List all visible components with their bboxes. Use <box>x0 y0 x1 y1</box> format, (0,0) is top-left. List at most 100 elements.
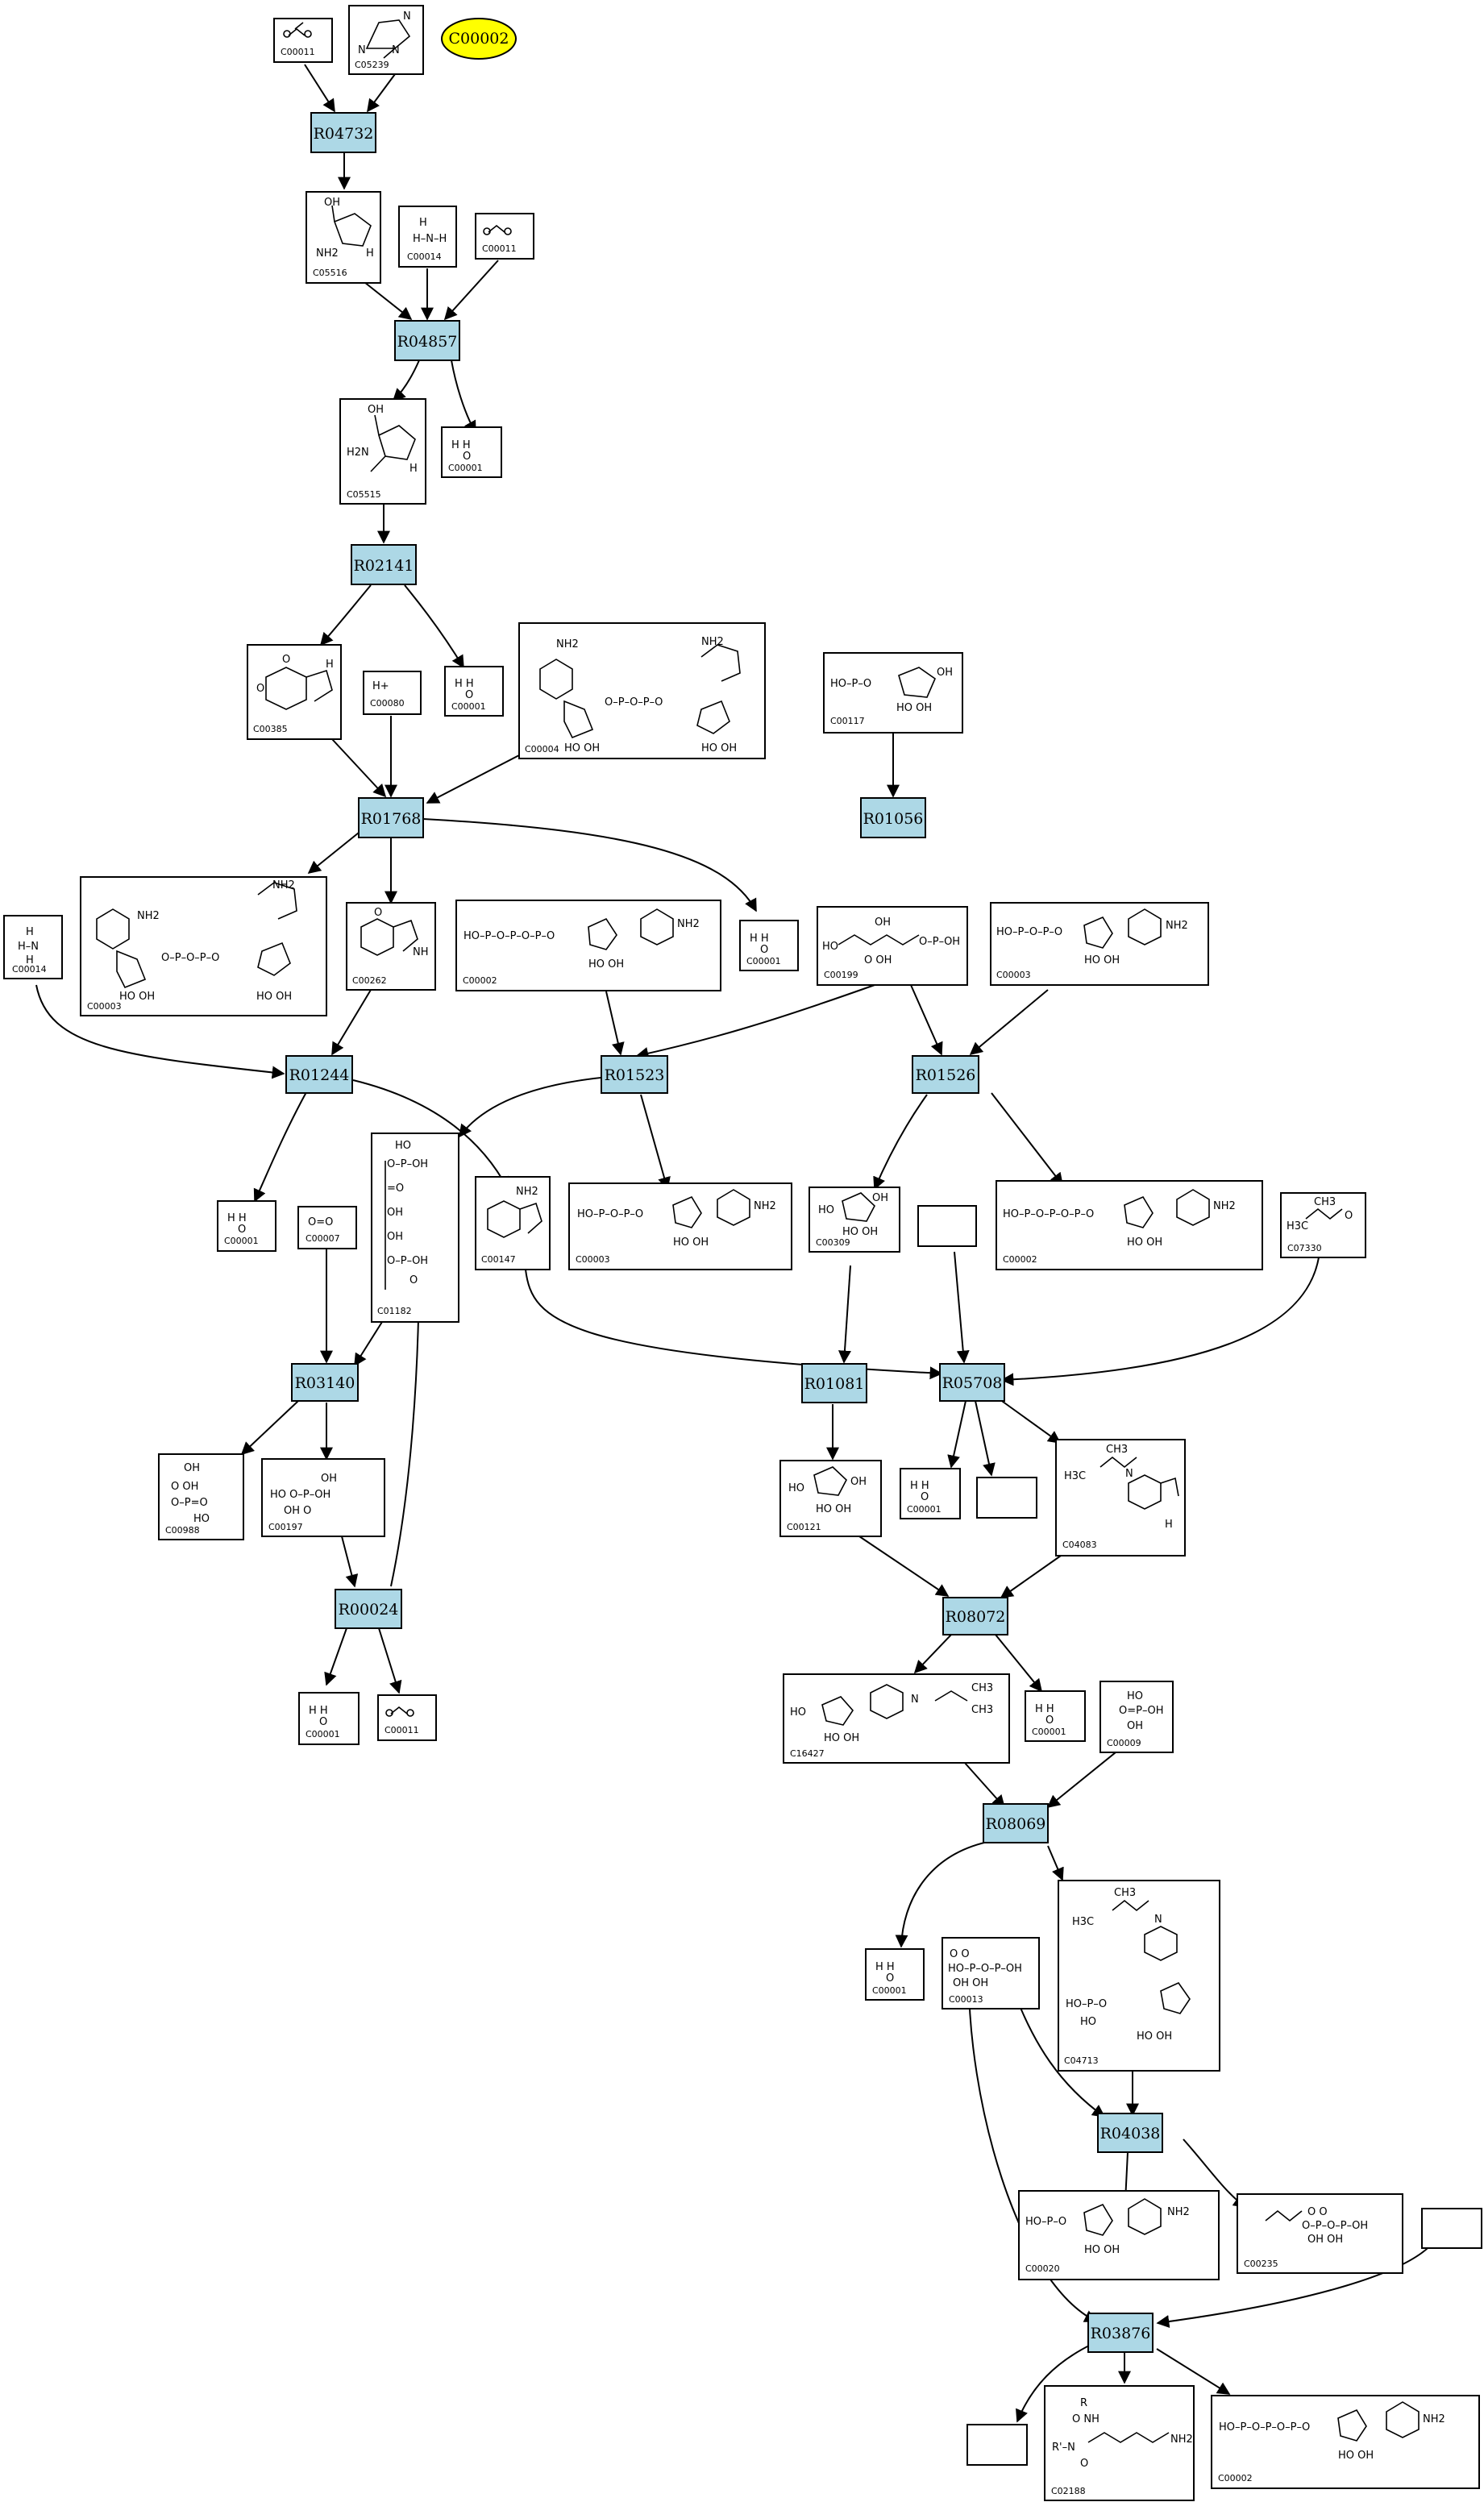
reaction-R03140[interactable]: R03140 <box>291 1363 359 1402</box>
compound-n01[interactable]: C00011 <box>273 18 333 63</box>
compound-n40[interactable]: H H O C00001 <box>865 1948 925 2001</box>
compound-n42[interactable]: CH3 H3C N HO–P–O HO HO OH C04713 <box>1058 1880 1220 2072</box>
svg-text:CH3: CH3 <box>971 1704 993 1716</box>
svg-text:H H: H H <box>455 678 474 690</box>
compound-n29[interactable]: OH O OH O–P=O HO C00988 <box>158 1453 244 1540</box>
reaction-label: R01081 <box>804 1375 865 1393</box>
svg-text:HO OH: HO OH <box>824 1732 859 1744</box>
compound-n30[interactable]: OH HO O–P–OH OH O C00197 <box>261 1458 385 1537</box>
compound-label: C00020 <box>1025 2263 1060 2274</box>
compound-n04[interactable]: H H–N–H C00014 <box>398 206 457 268</box>
svg-text:NH: NH <box>413 946 429 958</box>
compound-n39[interactable]: HO O=P–OH OH C00009 <box>1099 1681 1174 1753</box>
compound-n44[interactable]: O O O–P–O–P–OH OH OH C00235 <box>1237 2193 1403 2274</box>
co2-icon <box>390 1706 408 1714</box>
svg-text:H: H <box>26 954 34 966</box>
compound-n20[interactable]: H H O C00001 <box>217 1200 276 1252</box>
svg-text:CH3: CH3 <box>1114 1887 1136 1899</box>
compound-n05[interactable]: C00011 <box>475 213 534 260</box>
compound-n14[interactable]: O NH C00262 <box>346 902 436 991</box>
svg-text:CH3: CH3 <box>1314 1196 1336 1208</box>
compound-n06[interactable]: OH H2N H C05515 <box>339 398 426 505</box>
svg-text:H–N–H: H–N–H <box>413 233 447 245</box>
reaction-R08069[interactable]: R08069 <box>983 1803 1049 1843</box>
compound-n03[interactable]: OH H NH2 C05516 <box>306 191 381 284</box>
svg-text:HO OH: HO OH <box>896 702 932 714</box>
compound-n26[interactable] <box>917 1205 977 1247</box>
compound-label: C00014 <box>12 964 47 975</box>
compound-n25[interactable]: HO OH HO OH C00309 <box>809 1187 900 1253</box>
compound-n31[interactable]: HO OH HO OH C00121 <box>779 1460 882 1537</box>
svg-text:NH2: NH2 <box>677 918 700 930</box>
compound-n24[interactable]: HO–P–O–P–O NH2 HO OH C00003 <box>568 1182 792 1270</box>
reaction-R01526[interactable]: R01526 <box>912 1055 979 1094</box>
svg-text:H H: H H <box>875 1961 895 1973</box>
svg-text:H–N: H–N <box>18 941 39 953</box>
reaction-R04038[interactable]: R04038 <box>1097 2113 1163 2153</box>
compound-n13[interactable]: NH2 O–P–O–P–O NH2 HO OH HO OH C00003 <box>80 876 327 1016</box>
svg-text:H: H <box>366 247 374 260</box>
chain-icon <box>838 934 920 946</box>
compound-n45[interactable] <box>1421 2208 1482 2249</box>
compound-n17[interactable]: H H O C00001 <box>739 920 799 971</box>
compound-label: C00199 <box>824 970 858 980</box>
compound-n48[interactable]: HO–P–O–P–O–P–O NH2 HO OH C00002 <box>1211 2395 1480 2489</box>
compound-n27[interactable]: HO–P–O–P–O–P–O NH2 HO OH C00002 <box>996 1180 1263 1270</box>
compound-n41[interactable]: O O HO–P–O–P–OH OH OH C00013 <box>942 1937 1040 2009</box>
reaction-R05708[interactable]: R05708 <box>939 1363 1005 1402</box>
compound-n12[interactable]: HO–P–O OH HO OH C00117 <box>823 652 963 734</box>
reaction-label: R03876 <box>1091 2325 1151 2342</box>
compound-n16[interactable]: HO–P–O–P–O–P–O NH2 HO OH C00002 <box>455 900 721 991</box>
reaction-R01056[interactable]: R01056 <box>860 797 926 838</box>
compound-n46[interactable] <box>966 2424 1028 2466</box>
svg-text:H H: H H <box>451 439 471 451</box>
nucleotide-icon <box>1112 1899 1191 2014</box>
compound-n43[interactable]: HO–P–O NH2 HO OH C00020 <box>1018 2190 1220 2280</box>
compound-n09[interactable]: H+ C00080 <box>363 671 422 715</box>
svg-text:HO–P–O–P–O–P–O: HO–P–O–P–O–P–O <box>1003 1208 1094 1220</box>
reaction-R01081[interactable]: R01081 <box>801 1363 867 1403</box>
reaction-R04732[interactable]: R04732 <box>310 112 376 153</box>
reaction-R00024[interactable]: R00024 <box>335 1589 402 1629</box>
compound-n36[interactable]: C00011 <box>377 1694 437 1741</box>
highlight-label: C00002 <box>449 30 509 48</box>
compound-n38[interactable]: H H O C00001 <box>1025 1690 1086 1742</box>
svg-text:O–P–OH: O–P–OH <box>387 1158 428 1170</box>
reaction-label: R04857 <box>397 333 458 351</box>
atom-icon <box>504 227 512 235</box>
svg-text:OH: OH <box>368 404 384 416</box>
compound-n34[interactable]: CH3 H3C N H C04083 <box>1055 1439 1186 1556</box>
reaction-label: R01526 <box>916 1066 976 1084</box>
compound-label: C00009 <box>1107 1738 1141 1748</box>
compound-n07[interactable]: H H O C00001 <box>441 426 502 478</box>
compound-n02[interactable]: N N N C05239 <box>348 5 424 75</box>
compound-n21[interactable]: O=O C00007 <box>297 1206 357 1249</box>
compound-n11[interactable]: NH2 O–P–O–P–O NH2 HO OH HO OH C00004 <box>518 622 766 759</box>
svg-text:H3C: H3C <box>1064 1470 1086 1482</box>
compound-n47[interactable]: R O NH R'–N NH2 O C02188 <box>1044 2385 1195 2501</box>
compound-n18[interactable]: HO OH O–P–OH O OH C00199 <box>817 906 968 986</box>
reaction-R01768[interactable]: R01768 <box>358 797 424 838</box>
compound-n33[interactable] <box>976 1477 1037 1519</box>
compound-n08[interactable]: O O H C00385 <box>247 644 342 740</box>
compound-n32[interactable]: H H O C00001 <box>900 1468 961 1519</box>
compound-n35[interactable]: H H O C00001 <box>298 1692 360 1745</box>
compound-n37[interactable]: HO N CH3 CH3 HO OH C16427 <box>783 1673 1010 1764</box>
compound-n23[interactable]: NH2 C00147 <box>475 1176 551 1270</box>
compound-n22[interactable]: HO O–P–OH =O OH OH O–P–OH O C01182 <box>371 1133 459 1323</box>
reaction-R08072[interactable]: R08072 <box>942 1597 1008 1635</box>
reaction-R01523[interactable]: R01523 <box>601 1055 668 1094</box>
reaction-R02141[interactable]: R02141 <box>351 544 417 585</box>
compound-n10[interactable]: H H O C00001 <box>444 666 504 717</box>
compound-n19[interactable]: HO–P–O–P–O NH2 HO OH C00003 <box>990 902 1209 986</box>
compound-n28[interactable]: CH3 H3C O C07330 <box>1280 1192 1366 1258</box>
atp-structure-icon <box>588 908 674 950</box>
svg-text:OH: OH <box>872 1192 888 1204</box>
reaction-R03876[interactable]: R03876 <box>1087 2313 1154 2353</box>
svg-text:NH2: NH2 <box>1170 2433 1193 2446</box>
compound-n15[interactable]: H H–N H C00014 <box>3 915 63 979</box>
reaction-R01244[interactable]: R01244 <box>285 1055 353 1094</box>
svg-text:O: O <box>465 689 473 701</box>
reaction-R04857[interactable]: R04857 <box>394 320 460 361</box>
highlighted-compound[interactable]: C00002 <box>441 18 517 60</box>
